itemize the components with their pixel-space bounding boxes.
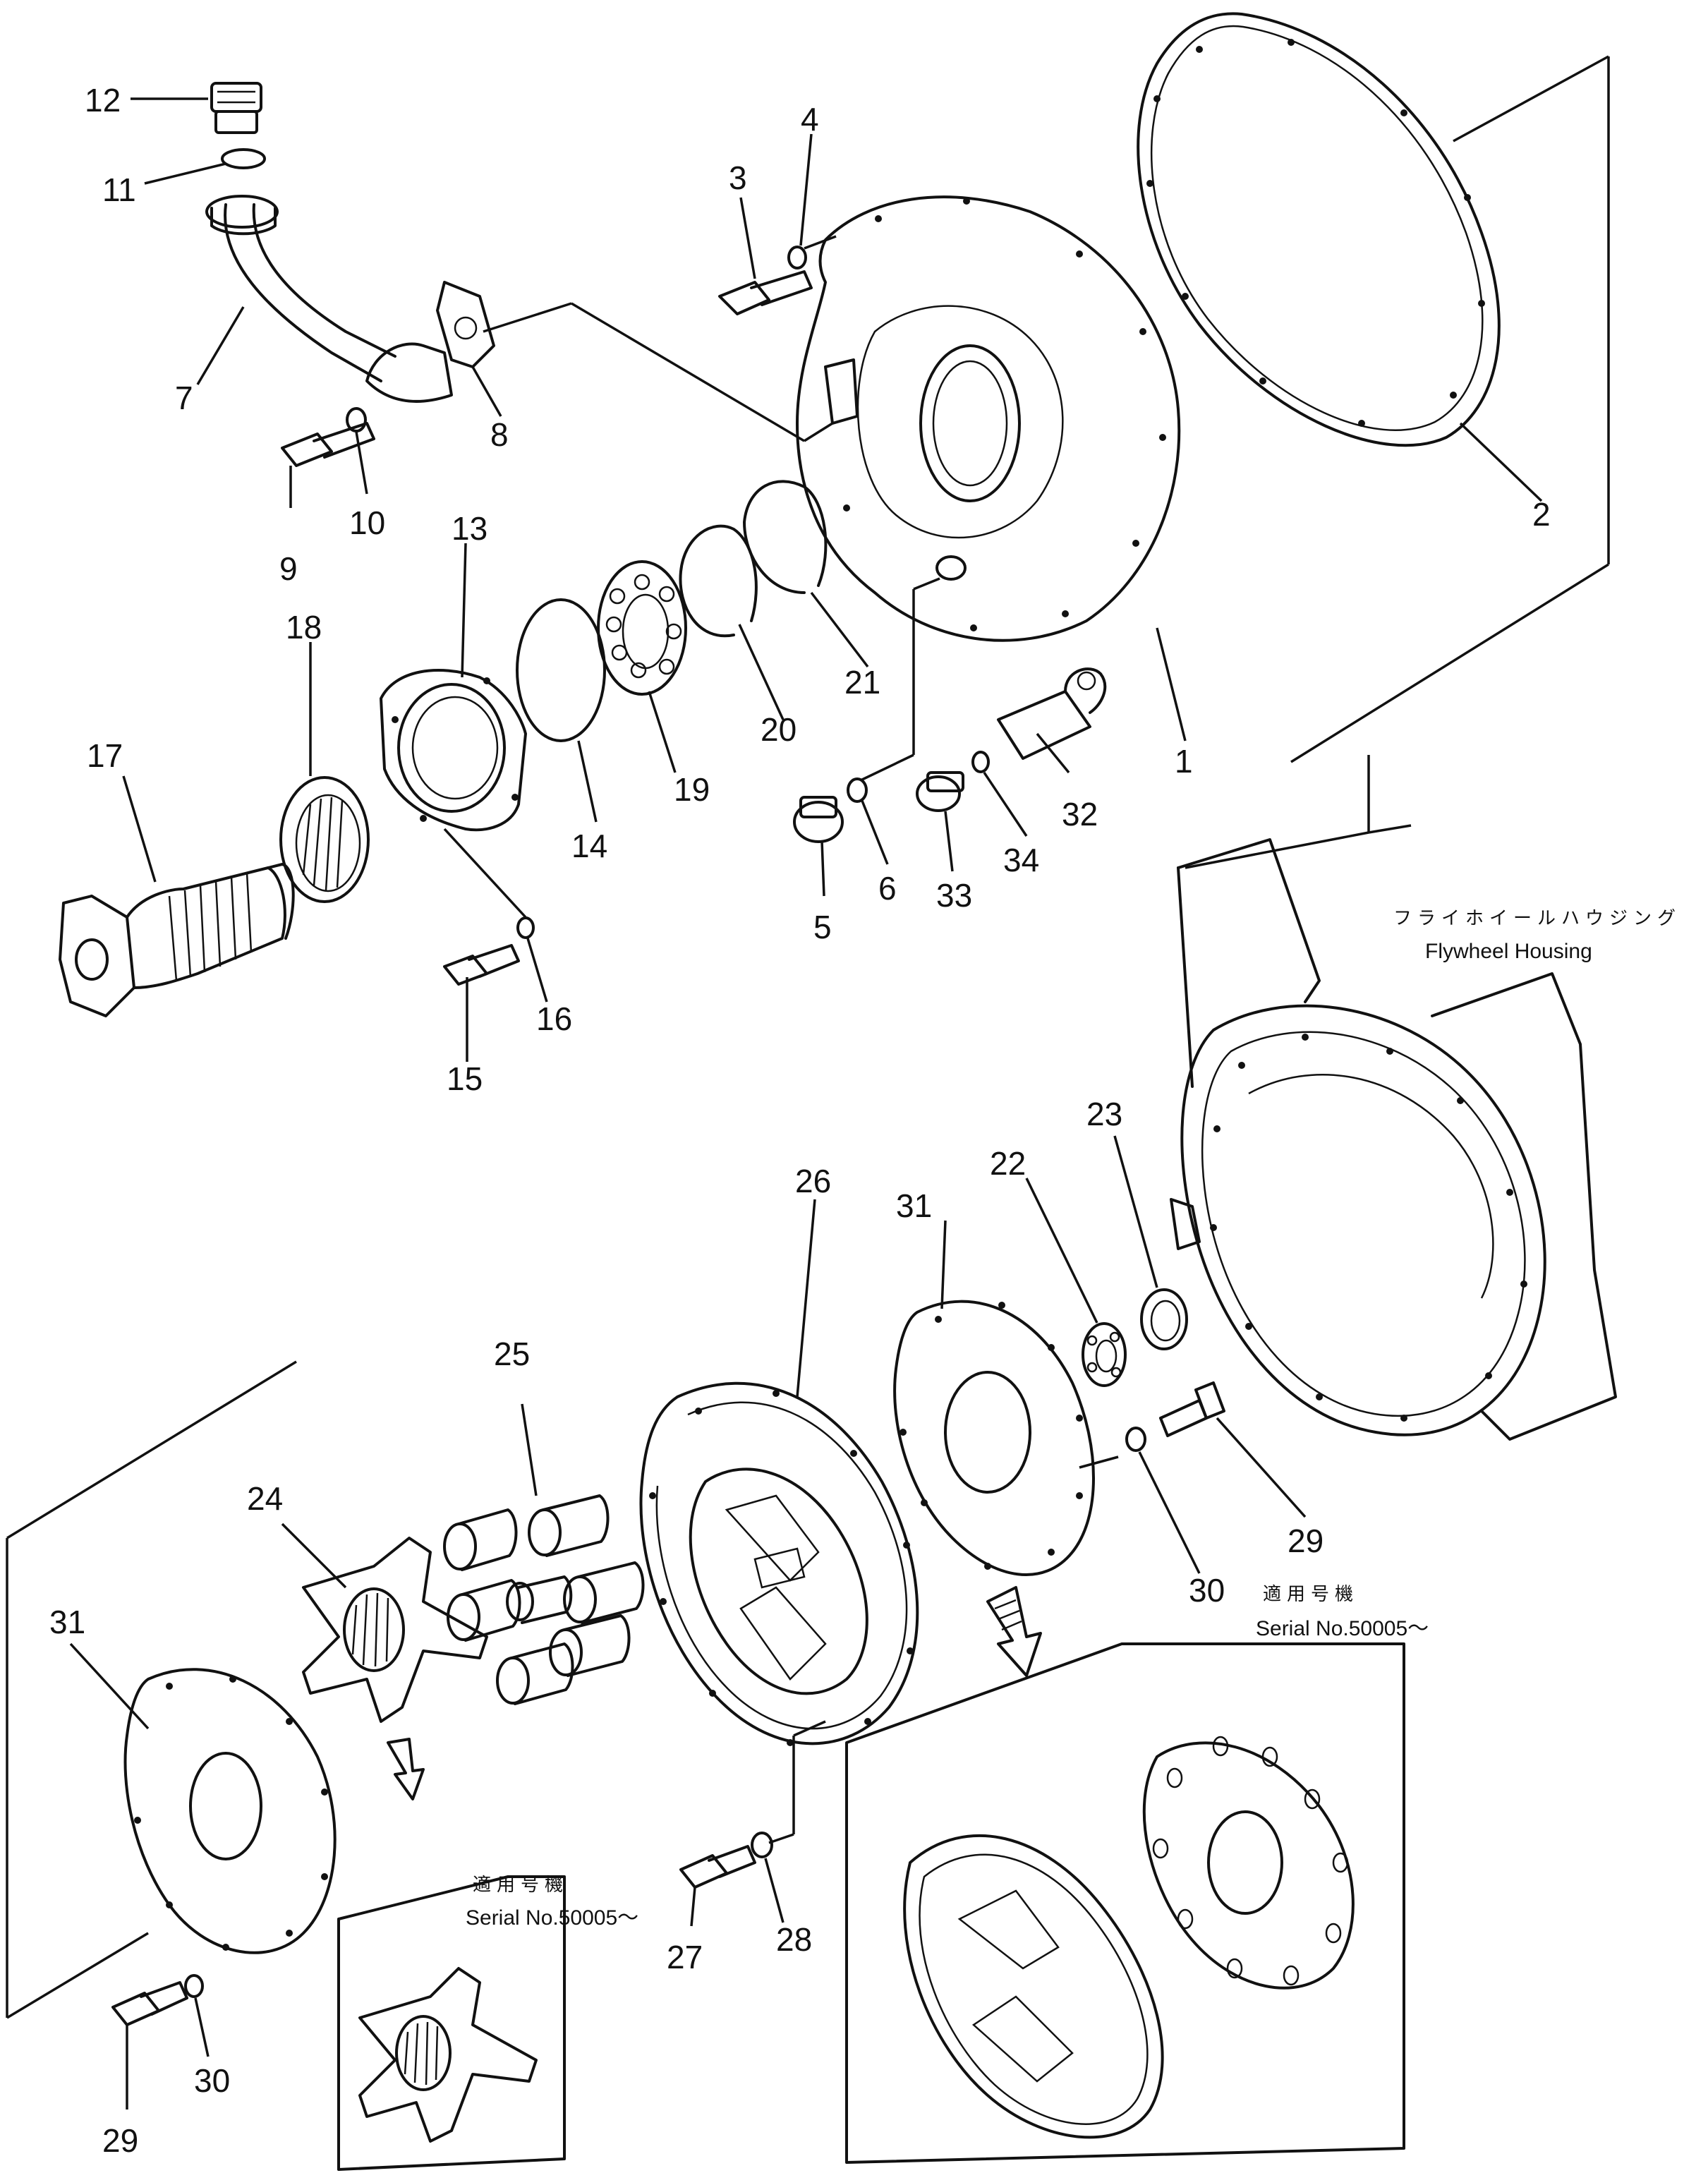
o-ring-34 (971, 751, 990, 773)
serial-note-left-en: Serial No.50005～ (466, 1906, 638, 1930)
ring-23 (1140, 1288, 1188, 1350)
coupling-plate-26 (639, 1381, 919, 1746)
label-30-left: 30 (194, 2062, 230, 2099)
label-31-right: 31 (896, 1187, 932, 1224)
shaft-17 (59, 863, 295, 1017)
bolt-29-left (111, 1981, 188, 2026)
label-21: 21 (844, 664, 880, 701)
label-27: 27 (667, 1939, 703, 1975)
flywheel-housing (1170, 755, 1617, 1441)
label-3: 3 (729, 159, 747, 196)
washer-28 (751, 1832, 773, 1858)
washer-30-right (1125, 1427, 1146, 1452)
label-28: 28 (776, 1921, 812, 1958)
perspective-frame-upper (1290, 55, 1610, 763)
o-ring-14 (516, 598, 606, 742)
label-20: 20 (761, 711, 797, 748)
label-23: 23 (1086, 1096, 1122, 1132)
label-14: 14 (571, 828, 607, 864)
leader-lines (69, 97, 1543, 2110)
label-4: 4 (801, 101, 819, 138)
snap-ring-20 (679, 524, 758, 638)
perspective-frame-lower (6, 1360, 297, 2019)
label-2: 2 (1532, 496, 1551, 533)
housing-cover-1 (796, 195, 1181, 642)
label-19: 19 (674, 771, 710, 808)
inset-box-left (337, 1875, 566, 2171)
label-30-right: 30 (1189, 1572, 1225, 1609)
serial-note-right-en: Serial No.50005～ (1256, 1617, 1429, 1640)
washer-4 (787, 246, 807, 270)
snap-ring-21 (743, 480, 828, 594)
bearing-19 (597, 560, 687, 696)
flange-plate-31-left (123, 1668, 337, 1954)
label-11: 11 (102, 171, 136, 208)
seal-18 (279, 776, 370, 903)
washer-30-left (184, 1974, 204, 1998)
label-24: 24 (247, 1480, 283, 1517)
label-8: 8 (490, 416, 509, 453)
label-16: 16 (536, 1000, 572, 1037)
bolt-9 (281, 422, 375, 467)
label-5: 5 (813, 909, 832, 945)
label-29-left: 29 (102, 2122, 138, 2159)
label-1: 1 (1175, 743, 1193, 780)
bolt-29-right (1159, 1381, 1225, 1437)
washer-16 (516, 916, 535, 939)
bolt-3 (718, 270, 813, 315)
label-26: 26 (795, 1163, 831, 1199)
plug-5 (793, 796, 844, 843)
inset-box-right (845, 1642, 1405, 2164)
label-31-left: 31 (49, 1604, 85, 1640)
spider-24 (302, 1537, 488, 1723)
o-ring-6 (847, 777, 868, 803)
plug-33 (916, 771, 964, 812)
flywheel-housing-label-en: Flywheel Housing (1425, 940, 1592, 963)
label-12: 12 (85, 82, 121, 119)
washer-11 (221, 148, 266, 169)
label-25: 25 (494, 1336, 530, 1372)
bearing-22 (1082, 1322, 1127, 1387)
serial-note-right-jp: 適用号機 (1263, 1584, 1359, 1605)
label-6: 6 (878, 870, 897, 907)
bolt-27 (679, 1845, 756, 1889)
plug-12 (210, 82, 262, 134)
label-29-right: 29 (1288, 1523, 1324, 1559)
part-numbers: 12 11 7 8 9 10 3 4 2 13 18 17 14 19 20 2… (49, 82, 1551, 2159)
arrow-left-icon (387, 1738, 425, 1800)
fitting-32 (997, 667, 1107, 760)
bolt-15 (443, 944, 520, 986)
retainer-13 (380, 669, 527, 832)
washer-10 (346, 407, 367, 432)
flange-plate-31-right (893, 1300, 1095, 1576)
pipe-7 (205, 195, 453, 403)
rollers-25 (443, 1494, 645, 1705)
label-9: 9 (279, 550, 298, 587)
label-7: 7 (175, 380, 193, 416)
label-22: 22 (990, 1145, 1026, 1182)
serial-note-left-jp: 適用号機 (473, 1875, 569, 1896)
label-34: 34 (1003, 842, 1039, 878)
arrow-right-icon (986, 1586, 1042, 1677)
label-32: 32 (1062, 796, 1098, 833)
label-18: 18 (286, 609, 322, 646)
label-15: 15 (447, 1060, 483, 1097)
gasket-2 (1137, 12, 1501, 447)
label-10: 10 (349, 504, 385, 541)
flywheel-housing-label-jp: フライホイールハウジング (1393, 908, 1681, 929)
label-33: 33 (936, 877, 972, 914)
label-17: 17 (87, 737, 123, 774)
label-13: 13 (452, 510, 487, 547)
